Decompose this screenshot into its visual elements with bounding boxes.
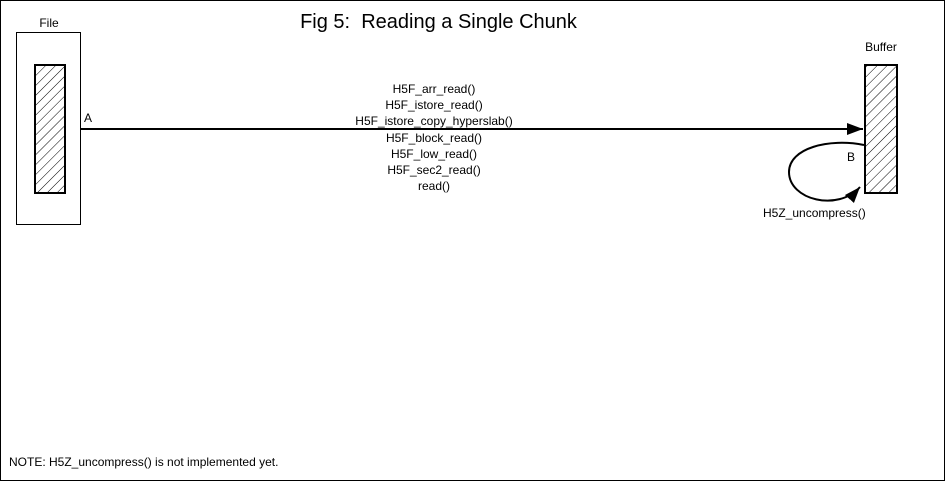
call-stack-line: H5F_istore_copy_hyperslab() [355,114,513,129]
call-stack-line: H5F_sec2_read() [387,163,481,178]
figure-title: Fig 5: Reading a Single Chunk [300,11,577,33]
buffer-label: Buffer [865,40,897,54]
uncompress-loop-arrow [787,141,865,203]
call-stack-line: H5F_arr_read() [392,82,476,96]
note-text: NOTE: H5Z_uncompress() is not implemente… [9,455,279,469]
buffer-data-region [864,64,898,194]
uncompress-function-label: H5Z_uncompress() [763,206,866,220]
call-stack-line: read() [417,179,450,194]
call-stack-line: H5F_block_read() [385,130,483,145]
endpoint-b-label: B [847,150,856,164]
call-stack-line: H5F_istore_read() [385,98,483,113]
call-stack-line: H5F_low_read() [390,146,478,161]
file-label: File [39,16,59,30]
file-data-region [34,64,66,194]
read-call-stack: H5F_arr_read() H5F_istore_read() H5F_ist… [264,81,604,194]
endpoint-a-label: A [84,111,93,125]
